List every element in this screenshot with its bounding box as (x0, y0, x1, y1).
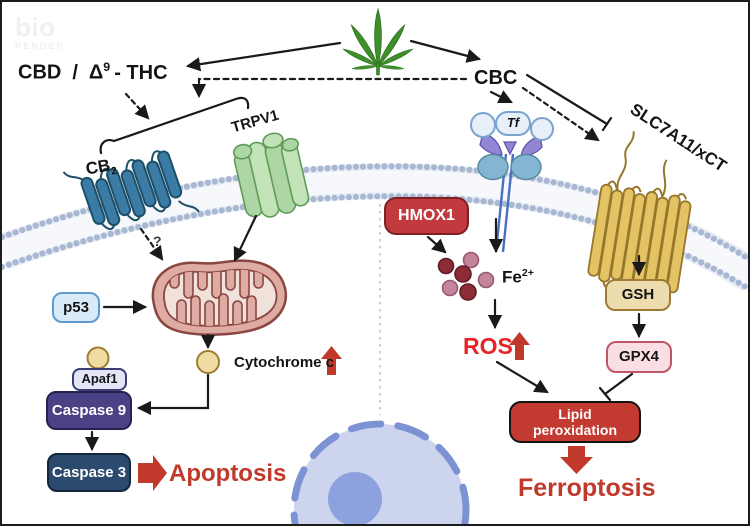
arrow-leaf-to-cbc (409, 39, 482, 63)
apaf1-box: Apaf1 (72, 368, 127, 391)
nucleolus (328, 472, 382, 524)
mitochondria (151, 259, 288, 336)
dashed-arrow-cbd-to-receptors (124, 92, 150, 120)
label-apoptosis: Apoptosis (169, 460, 287, 487)
label-question-mark: ? (153, 233, 162, 249)
label-ros: ROS (463, 333, 513, 359)
arrow-hmox1-to-fe (426, 235, 447, 254)
label-cbd-thc: CBD / Δ9- THC (18, 61, 168, 83)
watermark-render: RENDER (15, 41, 66, 51)
label-cbd: CBD (18, 61, 62, 84)
trpv1-channel (232, 132, 310, 218)
lipid-line2: peroxidation (532, 422, 617, 438)
transferrin-receptor-complex (470, 112, 554, 253)
arrow-cbc-to-tf (489, 90, 513, 104)
label-slash: / (72, 61, 78, 84)
p53-box: p53 (52, 292, 100, 323)
cannabis-leaf-icon (342, 7, 414, 76)
label-cb2-base: CB (84, 155, 112, 179)
gpx4-box: GPX4 (606, 341, 672, 373)
receptor-bracket (99, 96, 250, 155)
label-fe-base: Fe (502, 267, 522, 287)
biorender-watermark: bio RENDER (15, 12, 65, 51)
label-delta: Δ (88, 61, 104, 84)
label-thc: - THC (114, 61, 168, 84)
inhibition-tbar-lipid (598, 386, 612, 402)
arrow-leaf-to-cbd-thc (185, 41, 342, 72)
up-arrow-cytochrome-c-increase (321, 346, 342, 375)
caspase9-box: Caspase 9 (46, 391, 132, 430)
dashed-arrow-cbc-to-receptors (191, 77, 468, 99)
cytochrome-c-on-apaf1 (86, 346, 110, 370)
nucleus (290, 420, 470, 524)
dashed-arrow-cb2-to-mitochondria (139, 227, 164, 261)
label-fe2plus: Fe2+ (502, 268, 534, 286)
nuclear-envelope (290, 420, 470, 524)
block-arrow-lipid-to-ferroptosis (560, 446, 593, 474)
lipid-line1: Lipid (558, 405, 592, 422)
mitochondria-cristae (169, 269, 264, 326)
arrow-cytc-to-caspase9 (136, 373, 210, 416)
tf-label-pill: Tf (495, 111, 531, 136)
inhibition-tbar-slc7a11 (601, 116, 613, 132)
hmox1-box: HMOX1 (384, 197, 469, 235)
label-ferroptosis: Ferroptosis (518, 474, 656, 502)
inhibition-cbc-to-slc7a11 (525, 73, 609, 126)
arrow-trpv1-to-mitochondria (233, 214, 258, 262)
slc7a11-transporter (587, 131, 692, 296)
dashed-arrow-cbc-to-slc7a11 (521, 86, 600, 142)
label-fe-charge: 2+ (521, 267, 534, 279)
up-arrow-ros-increase (509, 332, 530, 360)
block-arrow-caspase3-to-apoptosis (138, 455, 167, 491)
label-cbc: CBC (474, 67, 518, 89)
arrow-ros-to-lipid-peroxidation (495, 360, 549, 394)
gsh-box: GSH (605, 279, 671, 311)
label-cytochrome-c: Cytochrome c (234, 354, 335, 371)
watermark-bio: bio (15, 12, 56, 42)
inhibition-gpx4-to-lipid (603, 372, 634, 396)
caspase3-box: Caspase 3 (47, 453, 131, 492)
cytochrome-c-molecule (196, 350, 220, 374)
cb2-receptor (62, 150, 200, 230)
lipid-peroxidation-box: Lipid peroxidation (509, 401, 641, 443)
iron-particles (437, 251, 495, 301)
label-delta-exponent: 9 (103, 60, 111, 74)
